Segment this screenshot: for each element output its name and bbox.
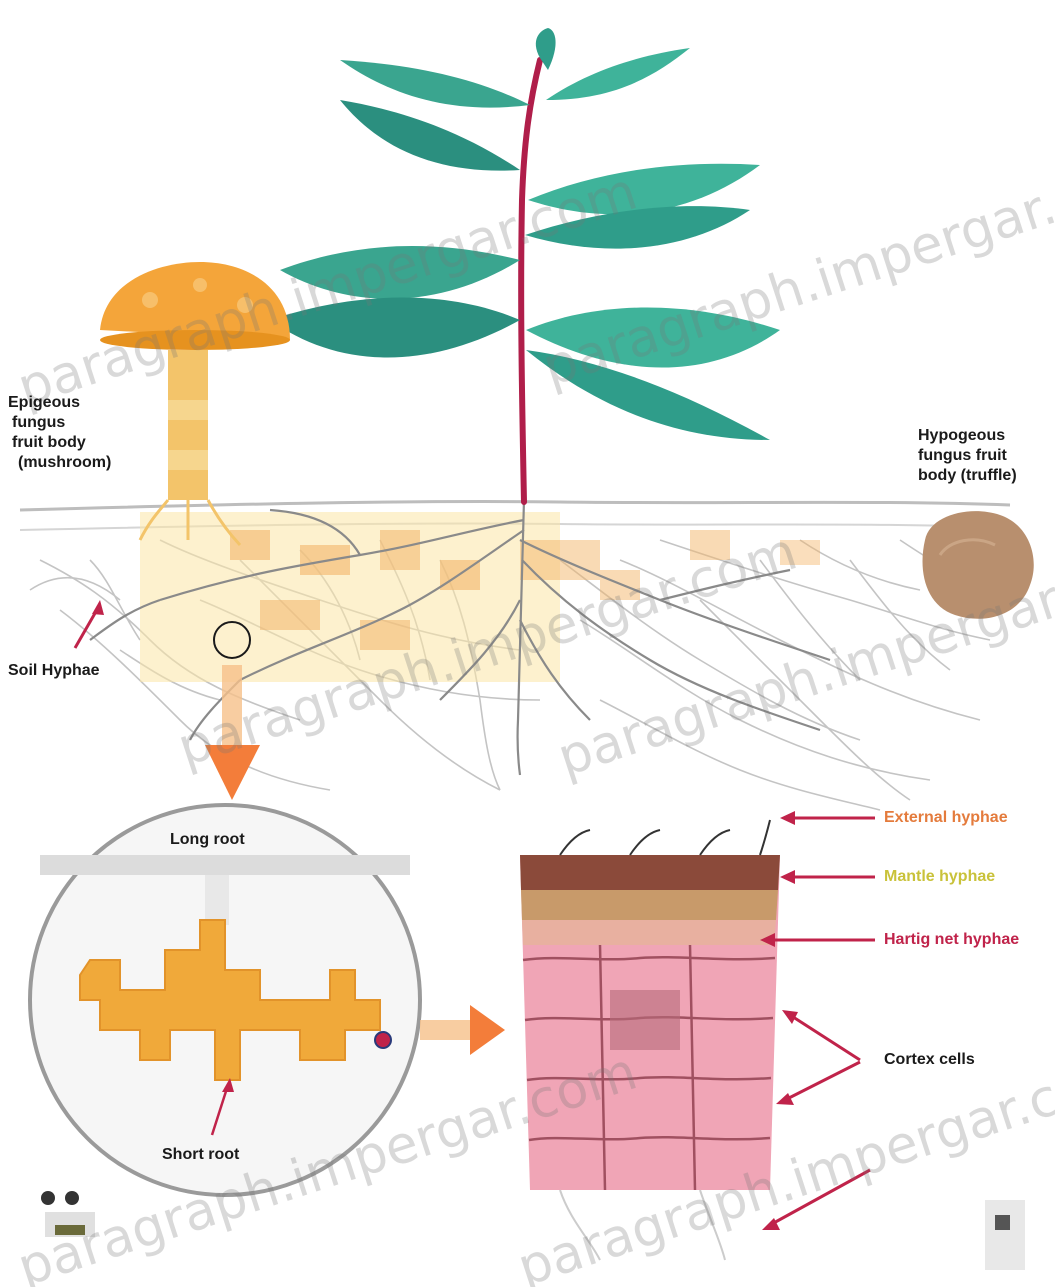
short-root-label: Short root: [162, 1145, 239, 1165]
epigeous-label-line: (mushroom): [8, 453, 111, 473]
root-cross-section: [520, 820, 780, 1260]
cortex-cells-label: Cortex cells: [884, 1050, 975, 1070]
truffle-fruit-body: [923, 511, 1034, 619]
hypogeous-label: Hypogeous fungus fruit body (truffle): [918, 426, 1017, 486]
corner-decoration-left: [41, 1191, 95, 1237]
corner-decoration-right: [985, 1200, 1025, 1270]
epigeous-label: Epigeous fungus fruit body (mushroom): [8, 393, 111, 473]
soil-hyphae-arrow: [75, 600, 104, 648]
external-hyphae-label: External hyphae: [884, 808, 1008, 828]
epigeous-label-line: Epigeous: [8, 393, 111, 413]
hypogeous-label-line: fungus fruit: [918, 446, 1017, 466]
plant-stem: [521, 60, 540, 502]
soil-hyphae-label: Soil Hyphae: [8, 661, 100, 681]
magnify-arrow-right: [420, 1005, 505, 1055]
plant-leaves: [270, 28, 780, 440]
epigeous-label-line: fungus: [8, 413, 111, 433]
hartig-net-hyphae-label: Hartig net hyphae: [884, 930, 1019, 950]
root-magnified-circle: [30, 805, 420, 1195]
hypogeous-label-line: Hypogeous: [918, 426, 1017, 446]
mushroom-fruit-body: [100, 262, 290, 545]
hypogeous-label-line: body (truffle): [918, 466, 1017, 486]
long-root-label: Long root: [170, 830, 245, 850]
epigeous-label-line: fruit body: [8, 433, 111, 453]
mantle-hyphae-label: Mantle hyphae: [884, 867, 995, 887]
